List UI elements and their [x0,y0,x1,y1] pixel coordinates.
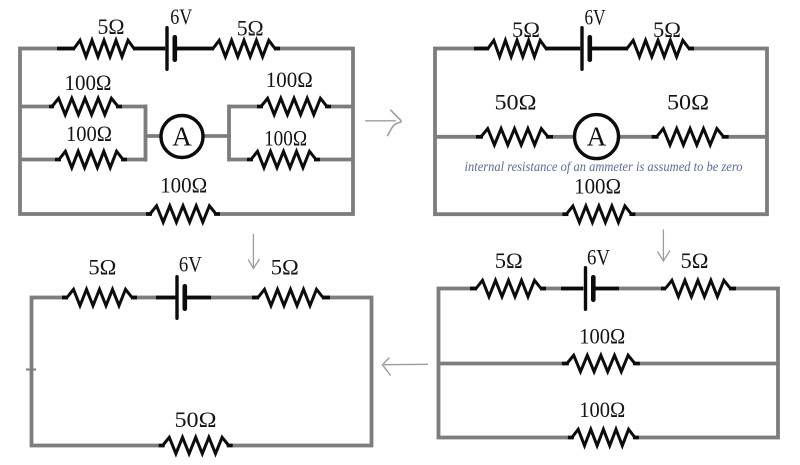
svg-text:5Ω: 5Ω [512,17,540,42]
svg-text:6V: 6V [587,245,610,270]
svg-text:50Ω: 50Ω [667,90,709,115]
svg-text:internal resistance of an amme: internal resistance of an ammeter is ass… [465,160,743,175]
svg-text:100Ω: 100Ω [160,173,207,198]
svg-text:6V: 6V [179,252,202,277]
svg-text:100Ω: 100Ω [579,324,625,349]
svg-text:6V: 6V [170,4,192,29]
svg-text:6V: 6V [585,5,606,30]
svg-text:100Ω: 100Ω [574,173,621,198]
svg-text:5Ω: 5Ω [681,248,709,273]
svg-text:A: A [587,121,607,151]
svg-text:50Ω: 50Ω [175,407,217,432]
svg-text:100Ω: 100Ω [264,125,307,150]
svg-text:5Ω: 5Ω [495,248,523,273]
svg-text:100Ω: 100Ω [66,121,112,146]
svg-text:A: A [172,121,192,151]
svg-text:5Ω: 5Ω [88,255,116,280]
svg-text:100Ω: 100Ω [579,397,625,422]
svg-text:5Ω: 5Ω [237,16,264,41]
svg-text:5Ω: 5Ω [98,14,125,39]
svg-text:5Ω: 5Ω [653,17,681,42]
svg-text:100Ω: 100Ω [266,67,313,92]
svg-text:5Ω: 5Ω [271,255,299,280]
svg-text:100Ω: 100Ω [65,70,112,95]
svg-text:50Ω: 50Ω [495,90,537,115]
